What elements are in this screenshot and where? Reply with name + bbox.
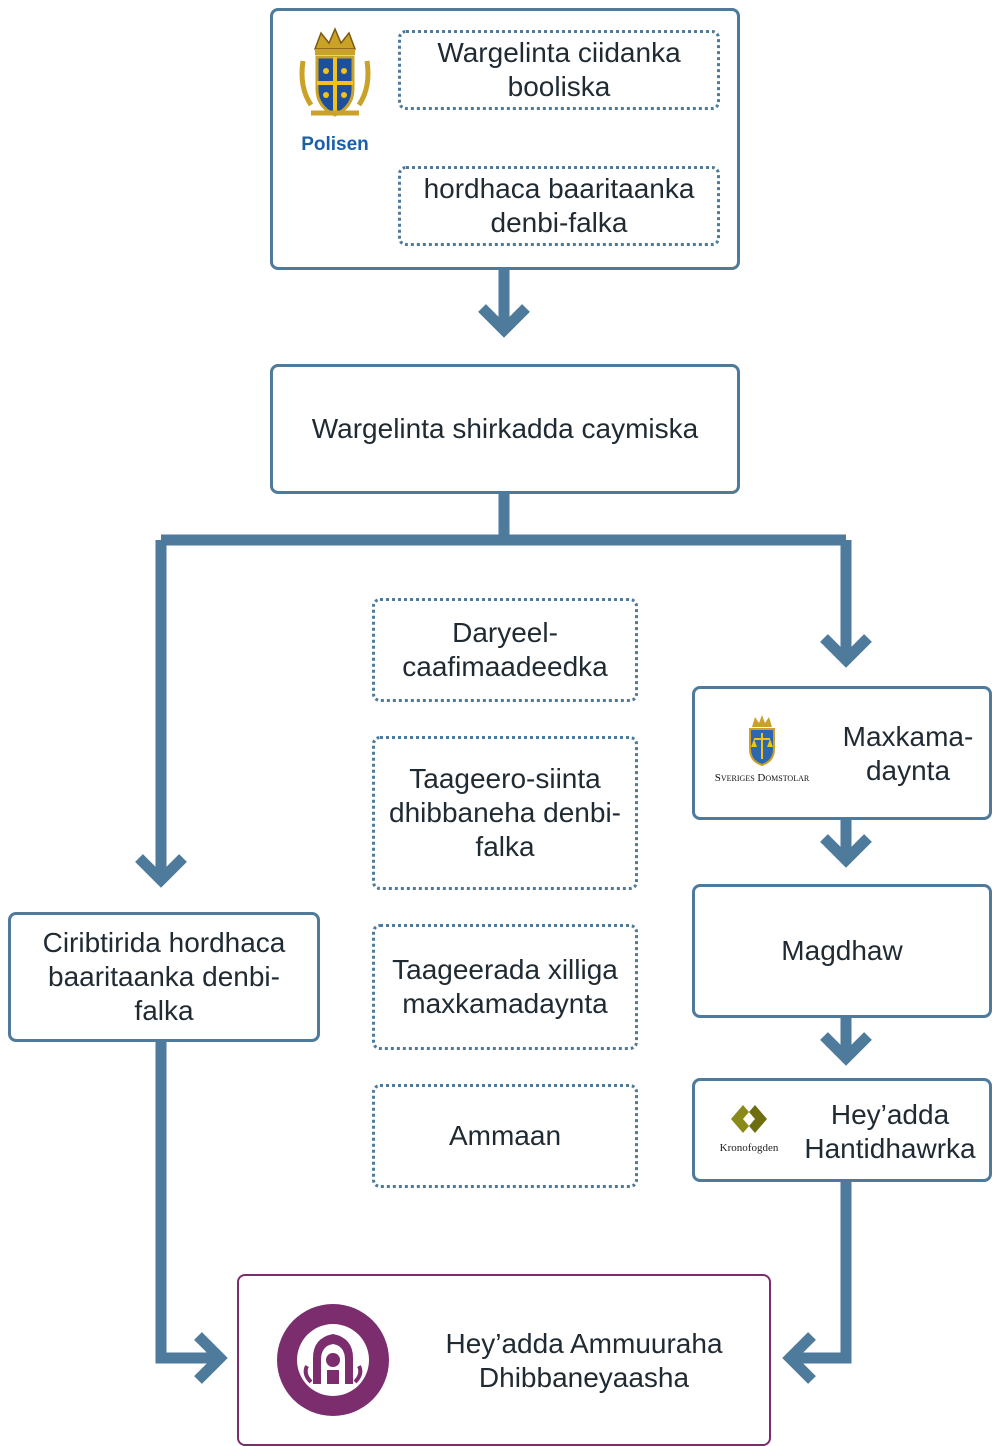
police-crest-icon xyxy=(299,27,371,117)
police-logo: Polisen xyxy=(293,27,377,155)
police-logo-text: Polisen xyxy=(301,134,369,155)
preliminary-investigation-label: hordhaca baaritaanka denbi-falka xyxy=(423,173,695,238)
arrow-left-to-final xyxy=(155,1040,228,1384)
compensation-box: Magdhaw xyxy=(692,884,992,1018)
investigation-closed-box: Ciribtirida hordhaca baaritaanka denbi-f… xyxy=(8,912,320,1042)
enforcement-label: Hey’adda Hantidhawrka xyxy=(804,1099,976,1164)
court-crest-icon xyxy=(749,715,775,767)
kronofogden-diamond-icon xyxy=(731,1105,767,1133)
insurance-label: Wargelinta shirkadda caymiska xyxy=(311,413,699,444)
safety-box: Ammaan xyxy=(372,1084,638,1188)
trial-support-label: Taageerada xilliga maxkamadaynta xyxy=(392,954,618,1019)
healthcare-box: Daryeel-caafimaadeedka xyxy=(372,598,638,702)
crime-victim-authority-box: Hey’adda Ammuuraha Dhibbaneyaasha xyxy=(237,1274,771,1446)
crime-victim-authority-label: Hey’adda Ammuuraha Dhibbaneyaasha xyxy=(445,1328,723,1393)
split-right-down xyxy=(820,540,872,668)
kronofogden-logo: Kronofogden xyxy=(709,1101,789,1165)
healthcare-label: Daryeel-caafimaadeedka xyxy=(402,617,608,682)
arrow-court-to-magdhaw xyxy=(820,818,872,868)
safety-label: Ammaan xyxy=(448,1120,562,1151)
victim-support-label: Taageero-siinta dhibbaneha denbi-falka xyxy=(389,763,621,862)
court-logo-text: Sveriges Domstolar xyxy=(714,772,810,784)
investigation-closed-label: Ciribtirida hordhaca baaritaanka denbi-f… xyxy=(42,927,286,1026)
arrow-kronofogden-to-final xyxy=(782,1180,852,1384)
trial-support-box: Taageerada xilliga maxkamadaynta xyxy=(372,924,638,1050)
court-label: Maxkama-daynta xyxy=(842,721,974,786)
brottsoffer-logo xyxy=(273,1300,393,1420)
victim-support-box: Taageero-siinta dhibbaneha denbi-falka xyxy=(372,736,638,890)
police-report-label: Wargelinta ciidanka booliska xyxy=(437,37,681,102)
enforcement-box: Kronofogden Hey’adda Hantidhawrka xyxy=(692,1078,992,1182)
preliminary-investigation-step: hordhaca baaritaanka denbi-falka xyxy=(398,166,720,246)
brottsoffer-seal-icon xyxy=(277,1304,389,1416)
arrow-police-to-insurance xyxy=(478,268,530,338)
kronofogden-logo-text: Kronofogden xyxy=(719,1142,779,1154)
court-box: Sveriges Domstolar Maxkama-daynta xyxy=(692,686,992,820)
split-left-down xyxy=(135,540,187,888)
court-logo: Sveriges Domstolar xyxy=(697,715,827,795)
police-report-step: Wargelinta ciidanka booliska xyxy=(398,30,720,110)
insurance-box: Wargelinta shirkadda caymiska xyxy=(270,364,740,494)
arrow-magdhaw-to-kronofogden xyxy=(820,1016,872,1066)
compensation-label: Magdhaw xyxy=(781,935,903,966)
